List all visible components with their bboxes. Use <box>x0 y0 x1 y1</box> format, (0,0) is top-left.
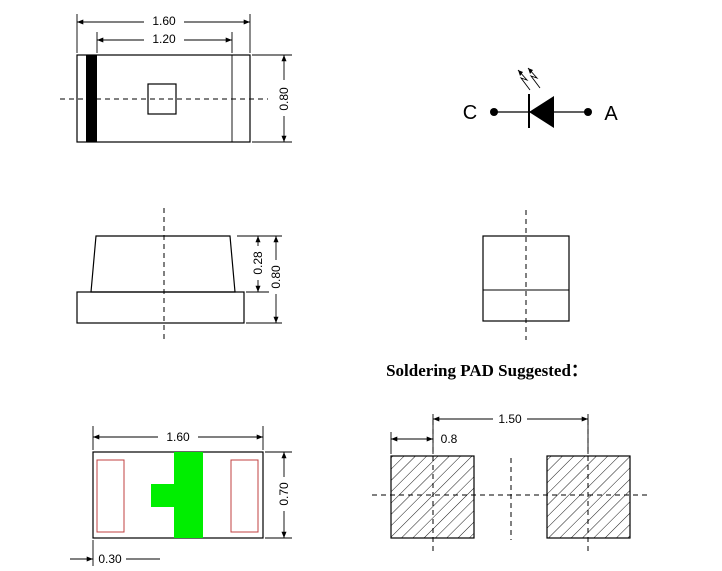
pad-heading: Soldering PAD Suggested： <box>386 361 588 380</box>
anode-label: A <box>604 103 618 125</box>
soldering-pad-layout: 1.50 0.8 <box>372 411 650 552</box>
bottom-terminal-left <box>96 459 125 533</box>
top-inner-label: 1.20 <box>152 32 176 46</box>
side-lens-height-label: 0.28 <box>251 251 265 275</box>
bottom-width-label: 0.70 <box>277 482 291 506</box>
side-base-outline <box>76 291 245 324</box>
bottom-terminal-label: 0.30 <box>98 552 122 566</box>
polarity-mark <box>151 452 203 538</box>
end-view <box>482 210 570 340</box>
top-width-label: 0.80 <box>277 87 291 111</box>
pad-size-label: 0.8 <box>441 432 458 446</box>
side-lens-outline <box>90 235 236 293</box>
pad-pitch-label: 1.50 <box>498 412 522 426</box>
diode-symbol: C A <box>463 67 618 128</box>
top-chip <box>147 83 177 115</box>
top-view: 1.60 1.20 0.80 <box>60 13 292 143</box>
cathode-label: C <box>463 102 477 124</box>
bottom-view: 1.60 0.70 0.30 <box>70 426 292 566</box>
side-view: 0.28 0.80 <box>76 208 283 343</box>
side-total-height-label: 0.80 <box>269 265 283 289</box>
bottom-length-label: 1.60 <box>166 430 190 444</box>
light-emission-arrows-icon <box>517 67 541 91</box>
bottom-terminal-right <box>230 459 259 533</box>
top-length-label: 1.60 <box>152 14 176 28</box>
diode-triangle <box>529 96 554 128</box>
